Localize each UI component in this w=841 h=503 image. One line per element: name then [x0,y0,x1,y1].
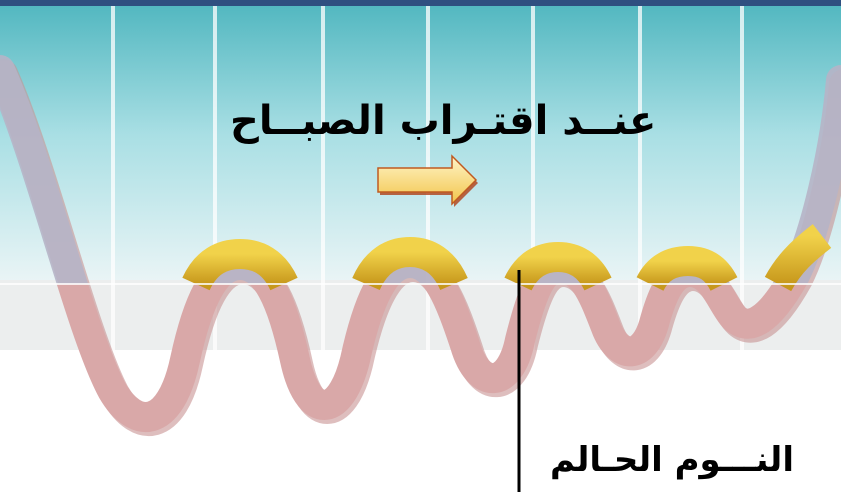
dream-peaks [182,224,832,292]
sleep-wave [56,284,808,432]
dream-peak-2 [352,236,468,291]
dream-peak-3 [504,241,612,292]
right-arrow-icon [377,154,478,207]
dreaming-sleep-label: النـــوم الحـالم [550,440,794,480]
dream-peak-5 [764,224,832,292]
title-label: عنــد اقتـراب الصبــاح [230,98,657,144]
dream-peak-1 [182,238,298,291]
dream-peak-4 [636,245,738,292]
top-border [0,0,841,6]
